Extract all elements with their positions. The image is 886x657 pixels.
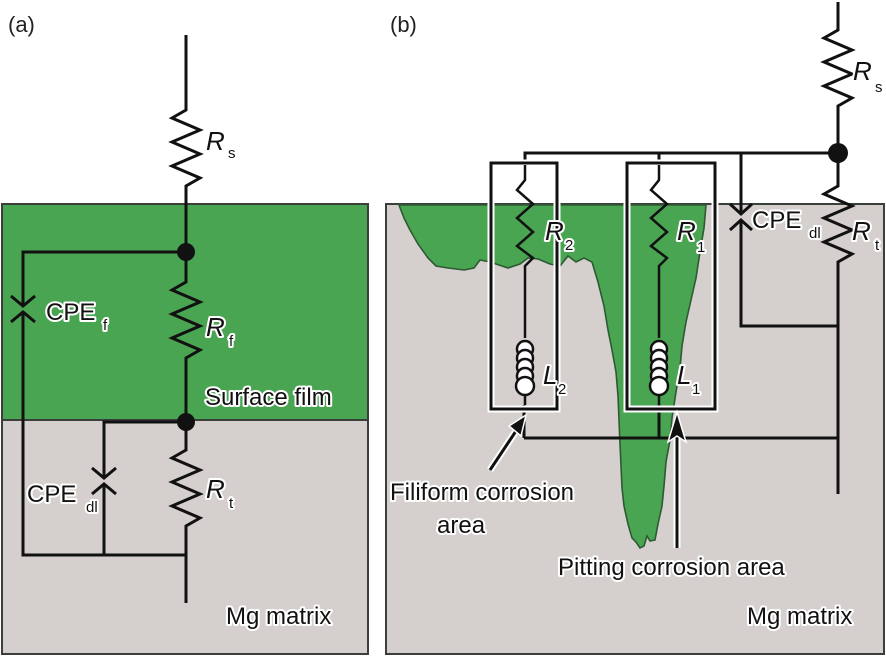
- rt-label-a: R: [206, 474, 225, 504]
- filiform-label-line1: Filiform corrosion: [390, 479, 574, 506]
- l1-sub: 1: [692, 381, 700, 398]
- cpe-f-label: CPE: [46, 299, 95, 326]
- cpe-dl-label-b: CPE: [752, 207, 801, 234]
- panel-a-label: (a): [8, 12, 35, 37]
- resistor-rs-a: [168, 35, 204, 252]
- l2-label: L: [543, 360, 557, 390]
- r2-label: R: [545, 216, 564, 246]
- rs-label-a: R: [206, 126, 225, 156]
- cpe-dl-element-b: [728, 153, 838, 328]
- pitting-arrow: [666, 409, 688, 548]
- resistor-rt-a: [168, 422, 204, 603]
- rf-sub-a: f: [229, 333, 234, 350]
- rs-label-b: R: [853, 56, 872, 86]
- r2-sub: 2: [565, 237, 573, 254]
- cpe-f-element: [10, 250, 186, 557]
- r1-label: R: [677, 216, 696, 246]
- cpe-f-sub: f: [103, 317, 108, 334]
- rt-sub-b: t: [875, 237, 880, 254]
- rt-label-b: R: [852, 216, 871, 246]
- rf-label-a: R: [206, 312, 225, 342]
- pitting-branch-box: [623, 159, 719, 413]
- r1-sub: 1: [697, 239, 705, 256]
- cpe-dl-sub-a: dl: [86, 499, 98, 516]
- rs-sub-b: s: [875, 79, 883, 96]
- rs-sub-a: s: [228, 145, 236, 162]
- filiform-branch-box: [487, 159, 561, 413]
- cpe-dl-element-a: [91, 420, 186, 555]
- mg-matrix-label-b: Mg matrix: [747, 603, 852, 630]
- panel-b: (b) R s R t CPE dl: [385, 2, 885, 655]
- l2-sub: 2: [558, 381, 566, 398]
- l1-label: L: [677, 360, 691, 390]
- resistor-rt-b: [820, 153, 856, 494]
- inductor-l1: [648, 339, 670, 397]
- cpe-dl-label-a: CPE: [27, 481, 76, 508]
- rt-sub-a: t: [229, 495, 234, 512]
- surface-film-label: Surface film: [205, 384, 332, 411]
- filiform-arrow: [487, 413, 528, 472]
- cpe-dl-sub-b: dl: [809, 225, 821, 242]
- mg-matrix-label-a: Mg matrix: [226, 603, 331, 630]
- panel-a: (a) R s R f R t CPE: [1, 12, 369, 655]
- filiform-label-line2: area: [437, 512, 486, 539]
- resistor-rs-b: [820, 2, 856, 153]
- inductor-l2: [514, 339, 536, 397]
- pitting-label: Pitting corrosion area: [558, 554, 785, 581]
- resistor-rf-a: [168, 252, 204, 422]
- panel-b-label: (b): [390, 12, 417, 37]
